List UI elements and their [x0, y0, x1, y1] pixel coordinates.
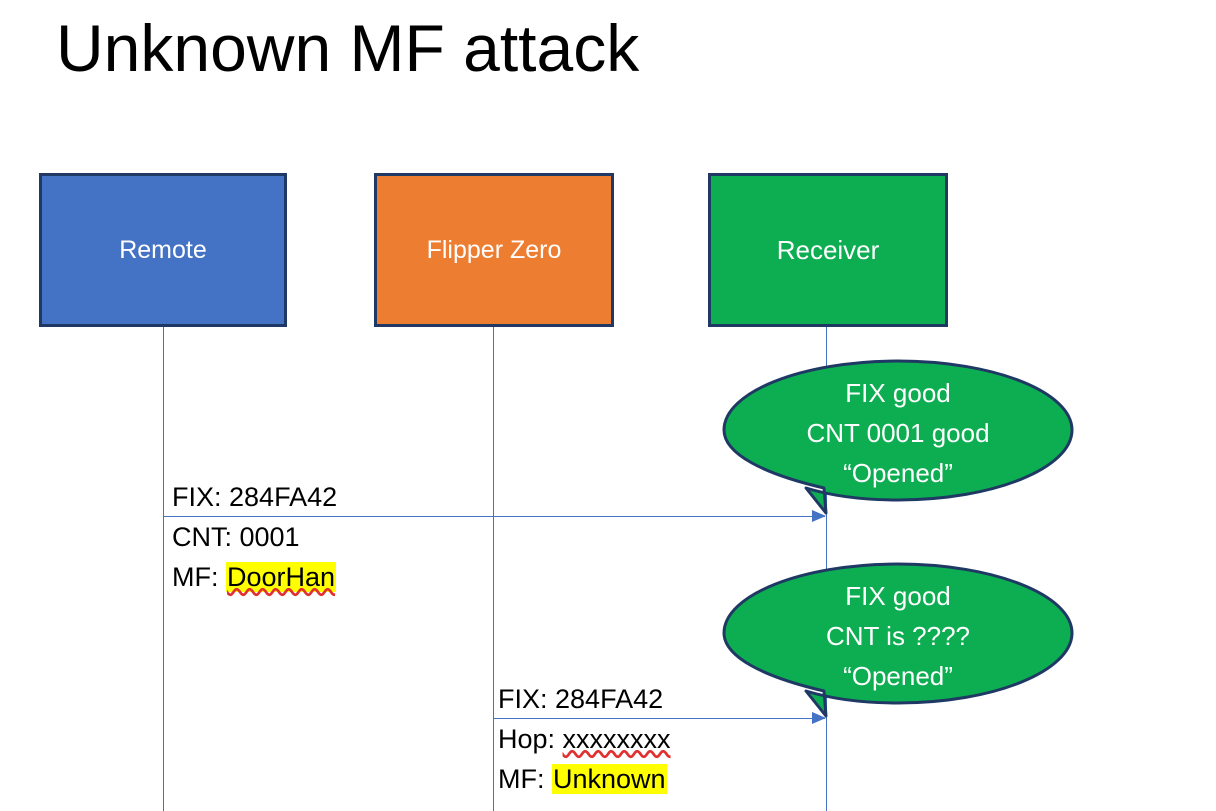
message-line: MF: DoorHan [172, 557, 337, 597]
lifeline-flipper [493, 327, 494, 811]
message-line-value-highlighted: DoorHan [226, 562, 337, 592]
message-line-value: xxxxxxxx [562, 724, 671, 754]
speech-balloon-1[interactable]: FIX good CNT 0001 good “Opened” [722, 359, 1074, 515]
actor-box-receiver[interactable]: Receiver [708, 173, 948, 327]
message-line: CNT: 0001 [172, 517, 337, 557]
message-line-label: FIX: [172, 482, 230, 512]
speech-balloon-shape [722, 359, 1074, 515]
speech-balloon-shape [722, 562, 1074, 718]
actor-label-flipper: Flipper Zero [426, 235, 562, 264]
page-title: Unknown MF attack [56, 11, 640, 85]
message-label-2: FIX: 284FA42 Hop: xxxxxxxx MF: Unknown [498, 679, 671, 799]
message-arrow-remote-to-receiver [163, 510, 826, 522]
message-line-value: 0001 [239, 522, 300, 552]
actor-label-remote: Remote [119, 235, 207, 264]
message-arrow-flipper-to-receiver [493, 712, 826, 724]
actor-label-receiver: Receiver [776, 234, 880, 265]
message-line: FIX: 284FA42 [498, 679, 671, 719]
actor-box-flipper[interactable]: Flipper Zero [374, 173, 614, 327]
message-line-label: CNT: [172, 522, 240, 552]
message-label-1: FIX: 284FA42 CNT: 0001 MF: DoorHan [172, 477, 337, 597]
message-line: FIX: 284FA42 [172, 477, 337, 517]
message-line-value: 284FA42 [555, 684, 664, 714]
actor-box-remote[interactable]: Remote [39, 173, 287, 327]
message-line-label: MF: [172, 562, 226, 592]
speech-balloon-2[interactable]: FIX good CNT is ???? “Opened” [722, 562, 1074, 718]
message-line: MF: Unknown [498, 759, 671, 799]
message-line-label: MF: [498, 764, 552, 794]
message-line-value-highlighted: Unknown [552, 764, 667, 794]
lifeline-remote [163, 327, 164, 811]
message-line: Hop: xxxxxxxx [498, 719, 671, 759]
message-line-label: FIX: [498, 684, 556, 714]
message-line-value: 284FA42 [229, 482, 338, 512]
message-line-label: Hop: [498, 724, 563, 754]
